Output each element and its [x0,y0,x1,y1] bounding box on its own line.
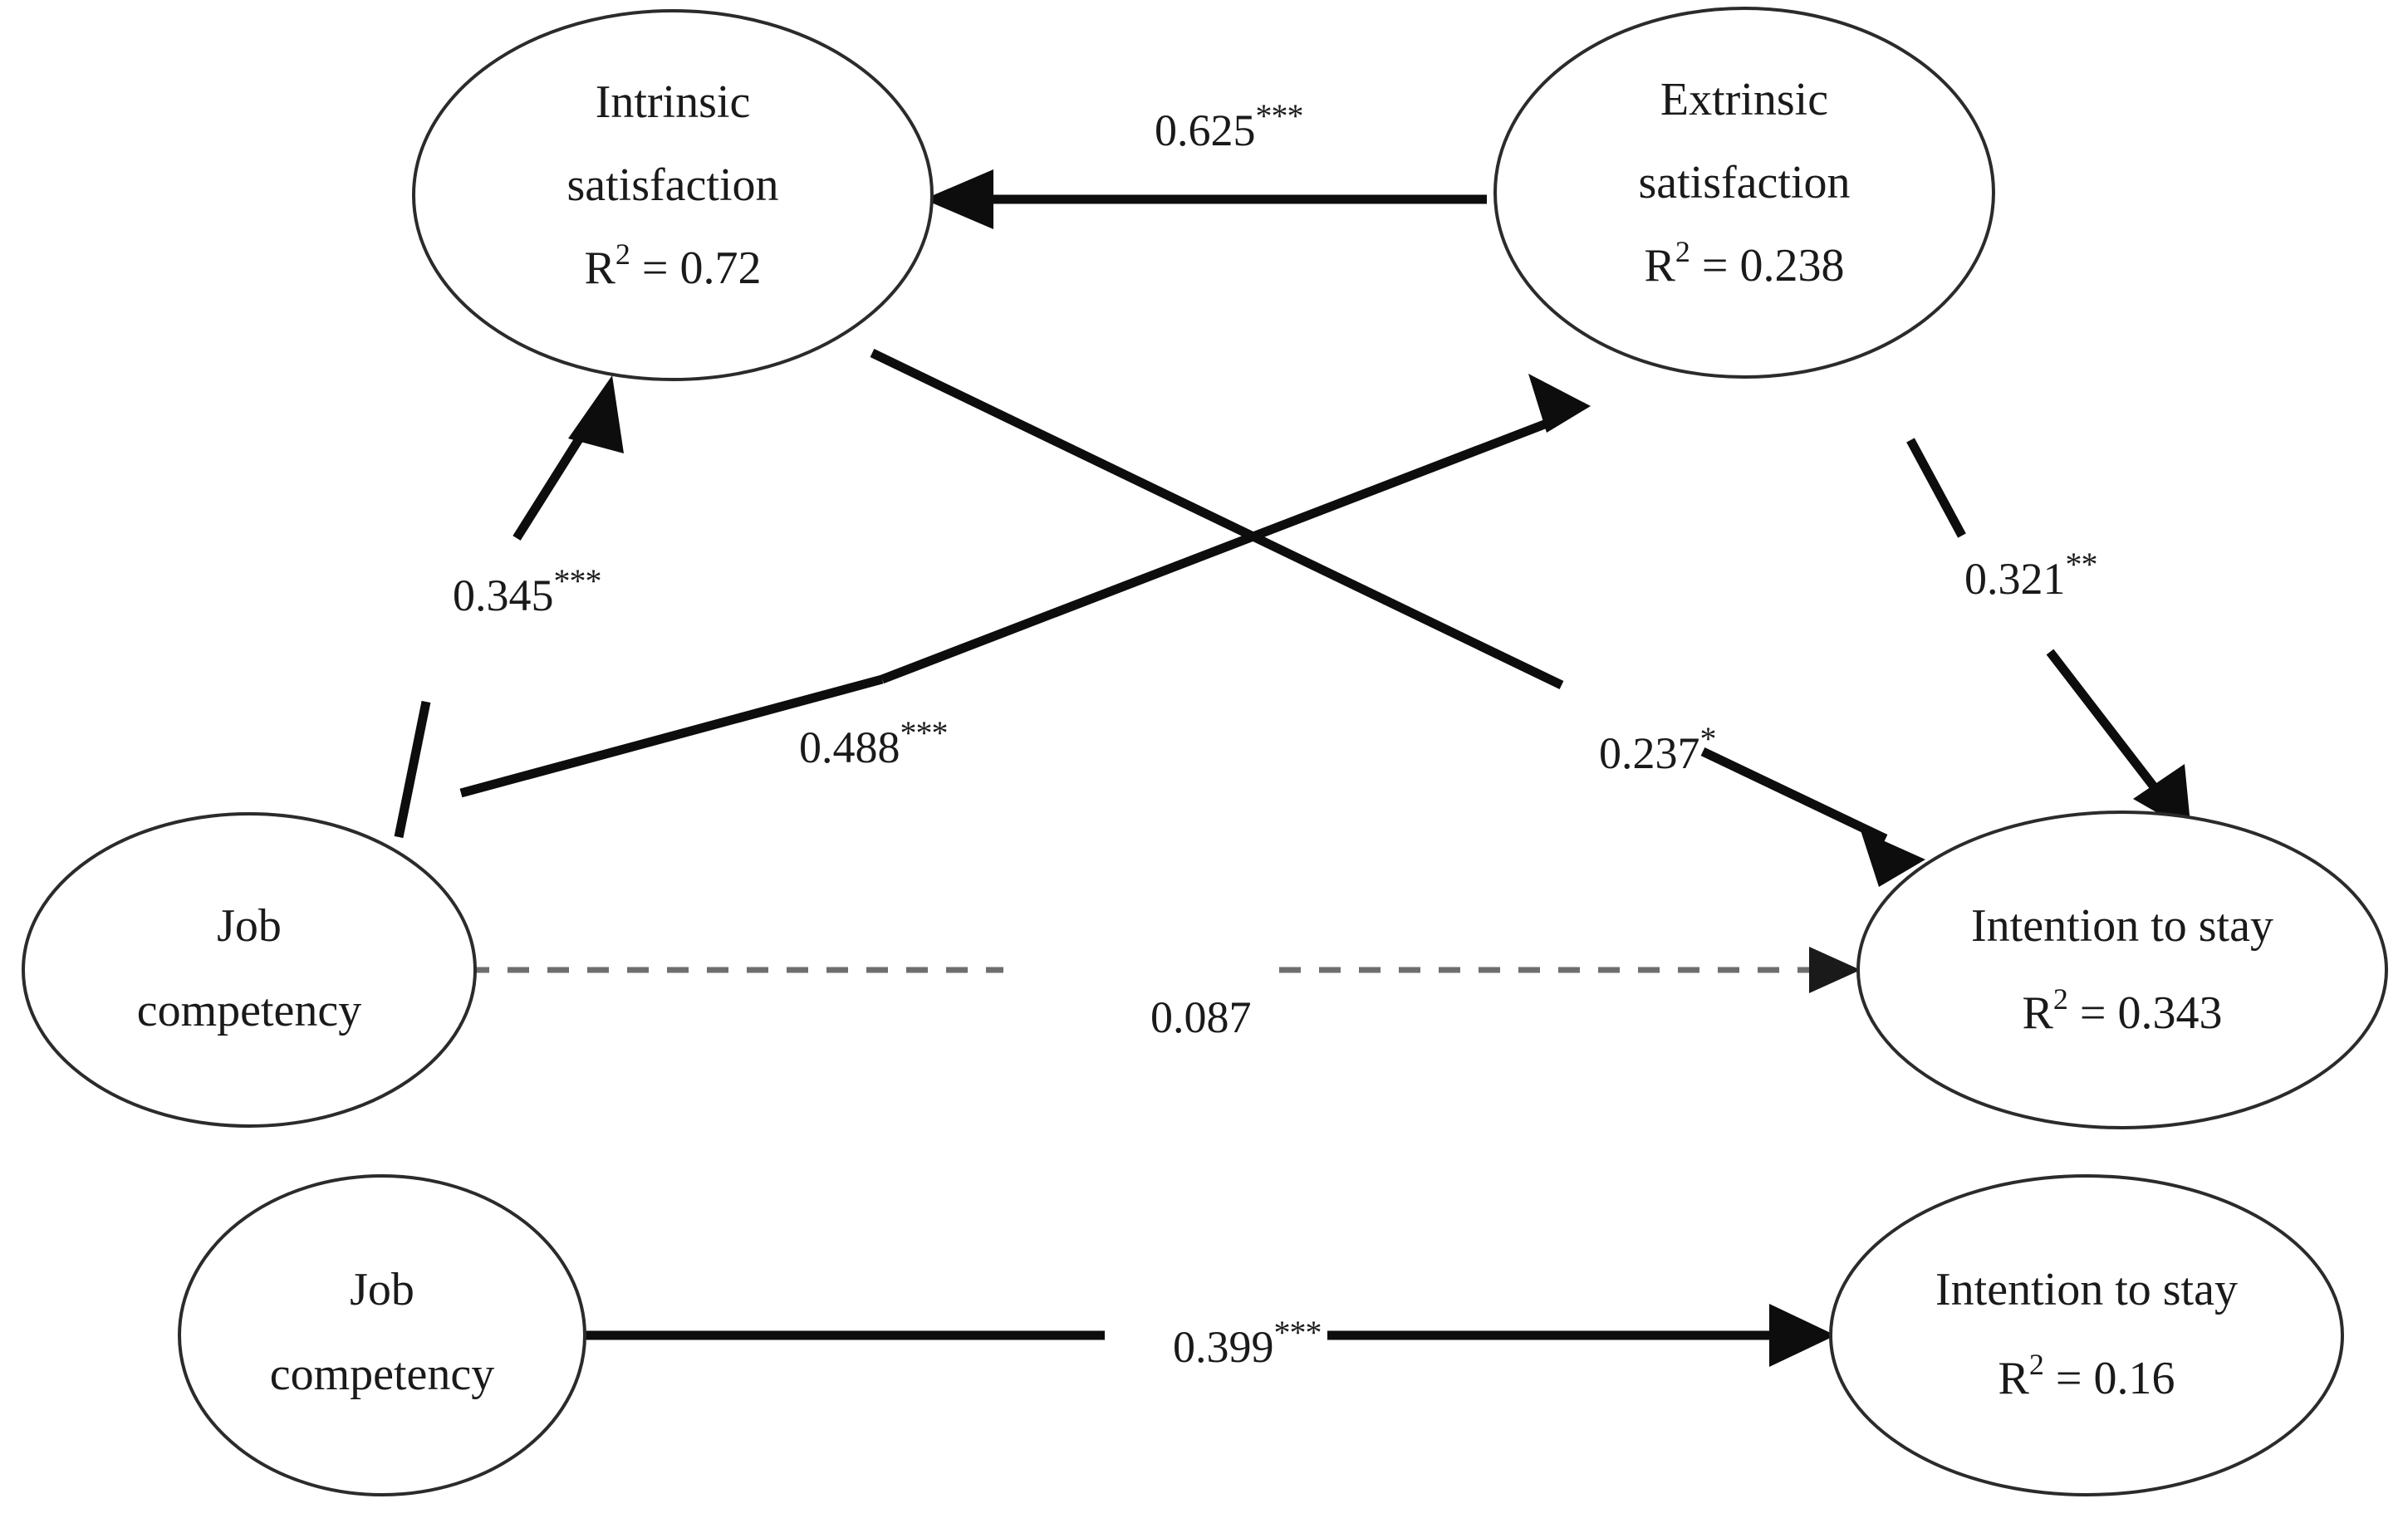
node-intention-to-stay-lower[interactable]: Intention to stay R2 = 0.16 [1829,1174,2344,1496]
arrowhead-into-intrinsic-satisfaction [924,169,993,229]
node-outline-job-competency-upper[interactable] [22,812,477,1128]
node-label-job-competency-lower-line2: competency [270,1349,495,1400]
edge-jobcompetency-to-intrinsic [394,375,624,839]
edge-line-intrinsic-to-intention-lower [1700,747,1888,843]
node-label-job-competency-upper-line2: competency [137,985,362,1036]
node-label-extrinsic-satisfaction-line2: satisfaction [1638,157,1850,208]
arrowhead-into-intention-to-stay-dashed [1809,947,1861,993]
node-intrinsic-satisfaction[interactable]: Intrinsic satisfaction R2 = 0.72 [412,9,934,381]
coefficient-label-jobcompetency-to-intrinsic: 0.345*** [453,562,601,621]
node-label-intrinsic-satisfaction-line2: satisfaction [566,159,778,211]
node-outline-intention-to-stay-lower[interactable] [1829,1174,2344,1496]
arrowhead-into-intrinsic-satisfaction-from-jobcompetency [568,375,624,453]
edge-jobcompetency-to-extrinsic [459,374,1591,798]
coefficient-label-extrinsic-to-intrinsic: 0.625*** [1155,97,1303,156]
arrowhead-into-intention-to-stay-from-intrinsic [1861,830,1925,887]
edge-line-jobcompetency-to-intrinsic-lower [394,700,431,839]
arrowhead-into-extrinsic-satisfaction [1528,374,1591,433]
node-outline-job-competency-lower[interactable] [178,1174,586,1496]
coefficient-label-intrinsic-to-intention: 0.237* [1599,720,1716,779]
node-label-extrinsic-satisfaction-line1: Extrinsic [1660,74,1828,125]
node-r2-intrinsic-satisfaction: R2 = 0.72 [585,238,762,294]
node-job-competency-lower[interactable]: Job competency [178,1174,586,1496]
edge-line-extrinsic-to-intention-upper [1906,438,1966,538]
edge-extrinsic-to-intrinsic [924,169,1487,229]
edge-intrinsic-to-intention [870,349,1925,887]
node-label-job-competency-upper-line1: Job [217,900,282,952]
edge-line-jobcompetency-to-extrinsic-lower [459,674,884,798]
node-r2-intention-to-stay-upper: R2 = 0.343 [2023,982,2223,1039]
edge-line-intrinsic-to-intention-upper [870,349,1564,689]
node-label-job-competency-lower-line1: Job [350,1264,414,1315]
edge-line-extrinsic-to-intention-lower [2046,649,2160,792]
node-label-intention-to-stay-upper: Intention to stay [1971,900,2273,952]
node-label-intrinsic-satisfaction-line1: Intrinsic [596,76,751,128]
node-r2-extrinsic-satisfaction: R2 = 0.238 [1645,235,1845,291]
coefficient-label-extrinsic-to-intention: 0.321** [1964,546,2097,605]
node-r2-intention-to-stay-lower: R2 = 0.16 [1998,1348,2175,1404]
coefficient-label-jobcompetency-to-intention-direct: 0.087 [1150,992,1252,1042]
edge-line-jobcompetency-to-extrinsic-upper [880,419,1548,684]
node-intention-to-stay-upper[interactable]: Intention to stay R2 = 0.343 [1856,811,2388,1129]
node-extrinsic-satisfaction[interactable]: Extrinsic satisfaction R2 = 0.238 [1493,7,1995,379]
node-job-competency-upper[interactable]: Job competency [22,812,477,1128]
edge-extrinsic-to-intention [1906,438,2191,832]
arrowhead-into-intention-to-stay-lower [1769,1304,1836,1367]
coefficient-label-jobcompetency-to-intention-total: 0.399*** [1173,1314,1322,1373]
edge-jobcompetency-to-intention-direct [468,947,1861,993]
coefficient-label-jobcompetency-to-extrinsic: 0.488*** [799,714,948,773]
node-outline-intention-to-stay-upper[interactable] [1856,811,2388,1129]
node-label-intention-to-stay-lower: Intention to stay [1935,1264,2238,1315]
node-outline-extrinsic-satisfaction[interactable] [1493,7,1995,379]
edge-jobcompetency-to-intention-total [581,1304,1836,1367]
node-outline-intrinsic-satisfaction[interactable] [412,9,934,381]
